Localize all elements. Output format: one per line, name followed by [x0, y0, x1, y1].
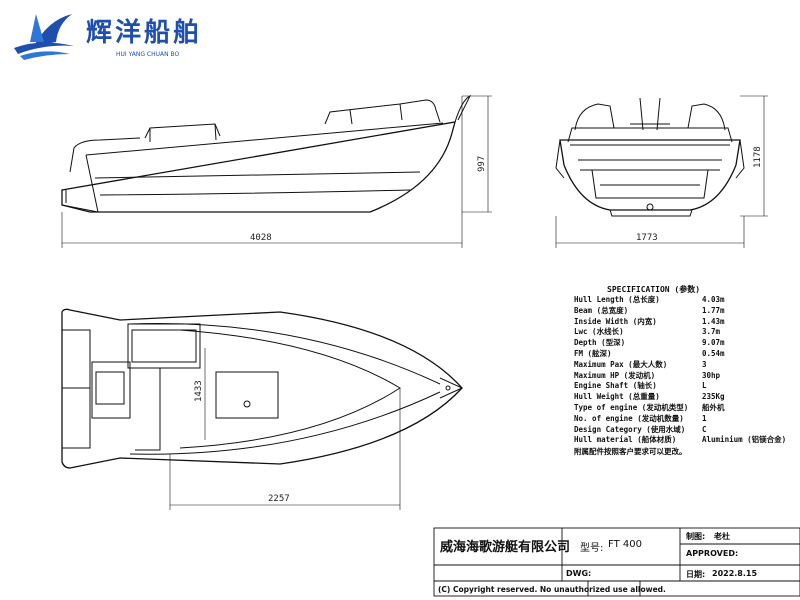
spec-value: 30hp — [702, 370, 721, 380]
drawn-label: 制图: — [686, 532, 706, 541]
spec-label: Maximum Pax (最大人数) — [574, 359, 668, 369]
spec-label: Depth (型深) — [574, 338, 626, 348]
spec-label: Lwc (水线长) — [574, 327, 624, 337]
copyright-notice: (C) Copyright reserved. No unauthorized … — [438, 585, 666, 594]
spec-label: Engine Shaft (轴长) — [574, 381, 657, 391]
dwg-label: DWG: — [566, 569, 592, 578]
spec-title: SPECIFICATION (参数) — [607, 285, 701, 294]
spec-row: Hull Weight (总重量) 235Kg — [574, 392, 796, 403]
spec-label: Hull Weight (总重量) — [574, 392, 660, 402]
front-dimensions — [555, 95, 768, 248]
spec-value: 1 — [702, 413, 707, 423]
spec-value: 235Kg — [702, 392, 725, 402]
spec-label: Hull Length (总长度) — [574, 295, 660, 304]
spec-row: Engine Shaft (轴长) L — [574, 381, 796, 392]
front-view — [555, 97, 745, 217]
model-label: 型号: — [580, 543, 604, 554]
side-dimensions — [61, 95, 492, 248]
spec-label: Type of engine (发动机类型) — [574, 402, 689, 412]
spec-label: Hull material (船体材质) — [574, 435, 677, 445]
dim-side-length: 4028 — [250, 233, 272, 243]
spec-value: 3 — [702, 359, 707, 369]
company-logo: 辉洋船舶 HUI YANG CHUAN BO — [14, 14, 202, 60]
dim-side-height: 997 — [477, 156, 487, 172]
spec-row: Hull material (船体材质) Aluminium (铝镁合金) — [574, 435, 796, 446]
side-view — [61, 94, 472, 213]
spec-row: Design Category (使用水域) C — [574, 425, 796, 436]
date-label: 日期: — [686, 570, 706, 579]
spec-table: Hull Length (总长度) 4.03m Beam (总宽度) 1.77m I… — [574, 295, 796, 457]
spec-value: 4.03m — [702, 295, 725, 304]
spec-value: Aluminium (铝镁合金) — [702, 435, 787, 445]
approved-label: APPROVED: — [686, 549, 739, 558]
wave-logo-icon — [14, 14, 74, 60]
dim-top-width: 1433 — [194, 380, 204, 402]
spec-value: 1.77m — [702, 305, 725, 315]
dim-front-height: 1178 — [753, 146, 763, 168]
logo-brand-en: HUI YANG CHUAN BO — [116, 51, 180, 58]
spec-row: Depth (型深) 9.07m — [574, 338, 796, 349]
dim-top-length: 2257 — [268, 494, 290, 504]
spec-row: Lwc (水线长) 3.7m — [574, 327, 796, 338]
spec-value: 9.07m — [702, 338, 725, 348]
spec-value: 0.54m — [702, 348, 725, 358]
top-dimensions — [169, 348, 401, 510]
spec-label: Maximum HP (发动机) — [574, 370, 656, 380]
spec-label: FM (舷深) — [574, 348, 612, 358]
spec-label: Inside Width (内宽) — [574, 316, 657, 326]
spec-row: Maximum HP (发动机) 30hp — [574, 371, 796, 382]
spec-row: Inside Width (内宽) 1.43m — [574, 317, 796, 328]
spec-row: No. of engine (发动机数量) 1 — [574, 414, 796, 425]
spec-label: Beam (总宽度) — [574, 305, 629, 315]
spec-value: C — [702, 424, 707, 434]
spec-row: Type of engine (发动机类型) 船外机 — [574, 403, 796, 414]
spec-row: Hull Length (总长度) 4.03m — [574, 295, 796, 306]
spec-value: L — [702, 381, 707, 391]
date-value: 2022.8.15 — [712, 569, 758, 578]
spec-row: Maximum Pax (最大人数) 3 — [574, 360, 796, 371]
company-name: 威海海歌游艇有限公司 — [440, 540, 571, 555]
model-value: FT 400 — [608, 539, 642, 550]
dim-front-beam: 1773 — [636, 233, 658, 243]
drawn-value: 老杜 — [714, 532, 730, 541]
logo-brand-cn: 辉洋船舶 — [86, 17, 202, 48]
spec-value: 1.43m — [702, 316, 725, 326]
spec-value: 船外机 — [702, 402, 725, 412]
spec-label: Design Category (使用水域) — [574, 424, 686, 434]
spec-label: No. of engine (发动机数量) — [574, 413, 684, 423]
title-block-frame — [433, 527, 800, 597]
spec-row: FM (舷深) 0.54m — [574, 349, 796, 360]
top-view — [61, 308, 464, 469]
spec-row: Beam (总宽度) 1.77m — [574, 306, 796, 317]
spec-value: 3.7m — [702, 327, 721, 337]
spec-note: 附属配件按照客户要求可以更改。 — [574, 447, 687, 457]
